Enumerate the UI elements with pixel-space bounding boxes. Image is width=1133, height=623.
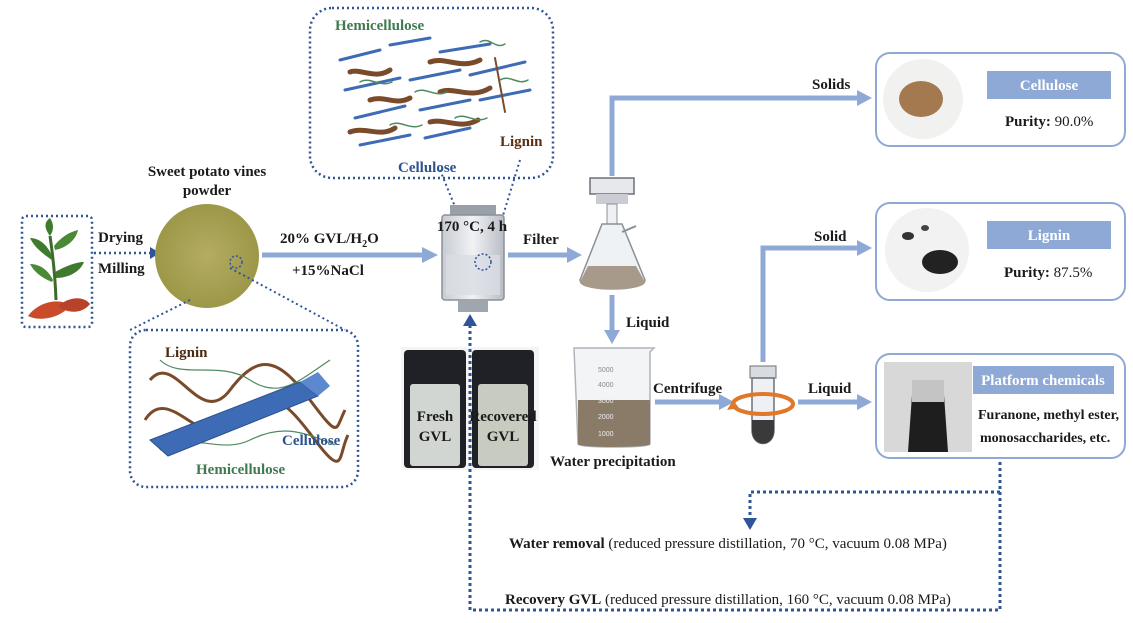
beaker-ticks: 5000 4000 3000 2000 1000: [598, 367, 614, 438]
svg-text:3000: 3000: [598, 398, 614, 405]
solid-label: Solid: [814, 229, 847, 245]
recovered-gvl-line2: GVL: [487, 429, 520, 445]
cellulose-purity: Purity: 90.0%: [1005, 114, 1093, 130]
platform-title: Platform chemicals: [981, 373, 1105, 389]
product-platform-panel: Platform chemicals Furanone, methyl este…: [875, 353, 1126, 459]
filter-arrow: Filter: [508, 232, 582, 263]
zoom-structure-panel: Hemicellulose Lignin Cellulose: [308, 6, 555, 180]
lignin-title: Lignin: [1028, 228, 1071, 244]
water-removal-text: Water removal (reduced pressure distilla…: [509, 536, 947, 552]
centrifuge-tube: [727, 365, 795, 445]
cellulose-title: Cellulose: [1020, 78, 1079, 94]
drying-label: Drying: [98, 230, 144, 246]
structure-lignin-label: Lignin: [165, 345, 208, 361]
recovered-gvl-line1: Recovered: [469, 409, 537, 425]
powder-zoom-marker: [229, 255, 243, 269]
svg-text:5000: 5000: [598, 367, 614, 374]
fresh-gvl-line1: Fresh: [417, 409, 454, 425]
svg-text:4000: 4000: [598, 382, 614, 389]
platform-title-box: [973, 366, 1114, 394]
zoom-hemicellulose-label: Hemicellulose: [335, 18, 424, 34]
fresh-gvl-line2: GVL: [419, 429, 452, 445]
lignin-photo: [885, 208, 969, 292]
solids-label: Solids: [812, 77, 851, 93]
beaker-label: Water precipitation: [550, 454, 676, 470]
recovery-gvl-text: Recovery GVL (reduced pressure distillat…: [505, 592, 951, 608]
solids-arrow: Solids: [609, 77, 872, 176]
filter-flask: [579, 177, 646, 290]
drying-milling-arrow: Drying Milling: [94, 230, 160, 277]
centrifuge-label: Centrifuge: [653, 381, 722, 397]
solvent-line1: 20% GVL/H2O: [280, 231, 379, 250]
solid-arrow: Solid: [760, 229, 872, 362]
solvent-arrow: 20% GVL/H2O +15%NaCl: [262, 231, 438, 279]
structure-cellulose-label: Cellulose: [282, 433, 341, 449]
structure-hemicellulose-label: Hemicellulose: [196, 462, 285, 478]
solvent-line2: +15%NaCl: [292, 263, 364, 279]
lignin-title-box: [987, 221, 1111, 249]
powder-label-line2: powder: [183, 183, 232, 199]
powder-block: Sweet potato vines powder: [148, 164, 266, 308]
zoom-cellulose-label: Cellulose: [398, 160, 457, 176]
zoom-lignin-label: Lignin: [500, 134, 543, 150]
beaker: 5000 4000 3000 2000 1000 Water precipita…: [550, 347, 676, 470]
liquid-right-arrow: Liquid: [798, 381, 872, 410]
powder-label-line1: Sweet potato vines: [148, 164, 266, 180]
liquid-down-arrow: Liquid: [604, 295, 670, 344]
product-lignin-panel: Lignin Purity: 87.5%: [875, 202, 1126, 301]
platform-desc-line1: Furanone, methyl ester,: [978, 408, 1119, 423]
recovery-loop: Water removal (reduced pressure distilla…: [463, 314, 1002, 612]
liquid-down-label: Liquid: [626, 315, 670, 331]
cellulose-title-box: [987, 71, 1111, 99]
milling-label: Milling: [98, 261, 145, 277]
powder-image: [155, 204, 259, 308]
platform-desc-line2: monosaccharides, etc.: [980, 431, 1110, 446]
centrifuge-arrow: Centrifuge: [653, 381, 734, 410]
plant-icon: [28, 218, 90, 319]
plant-panel: [20, 214, 94, 329]
lignocellulose-structure-panel: Lignin Cellulose Hemicellulose: [128, 328, 360, 489]
svg-text:2000: 2000: [598, 414, 614, 421]
filter-label: Filter: [523, 232, 559, 248]
reactor: 170 °C, 4 h: [437, 205, 508, 312]
svg-text:1000: 1000: [598, 431, 614, 438]
liquid-right-label: Liquid: [808, 381, 852, 397]
product-cellulose-panel: Cellulose Purity: 90.0%: [875, 52, 1126, 147]
lignin-purity: Purity: 87.5%: [1004, 265, 1092, 281]
reactor-condition: 170 °C, 4 h: [437, 219, 508, 235]
